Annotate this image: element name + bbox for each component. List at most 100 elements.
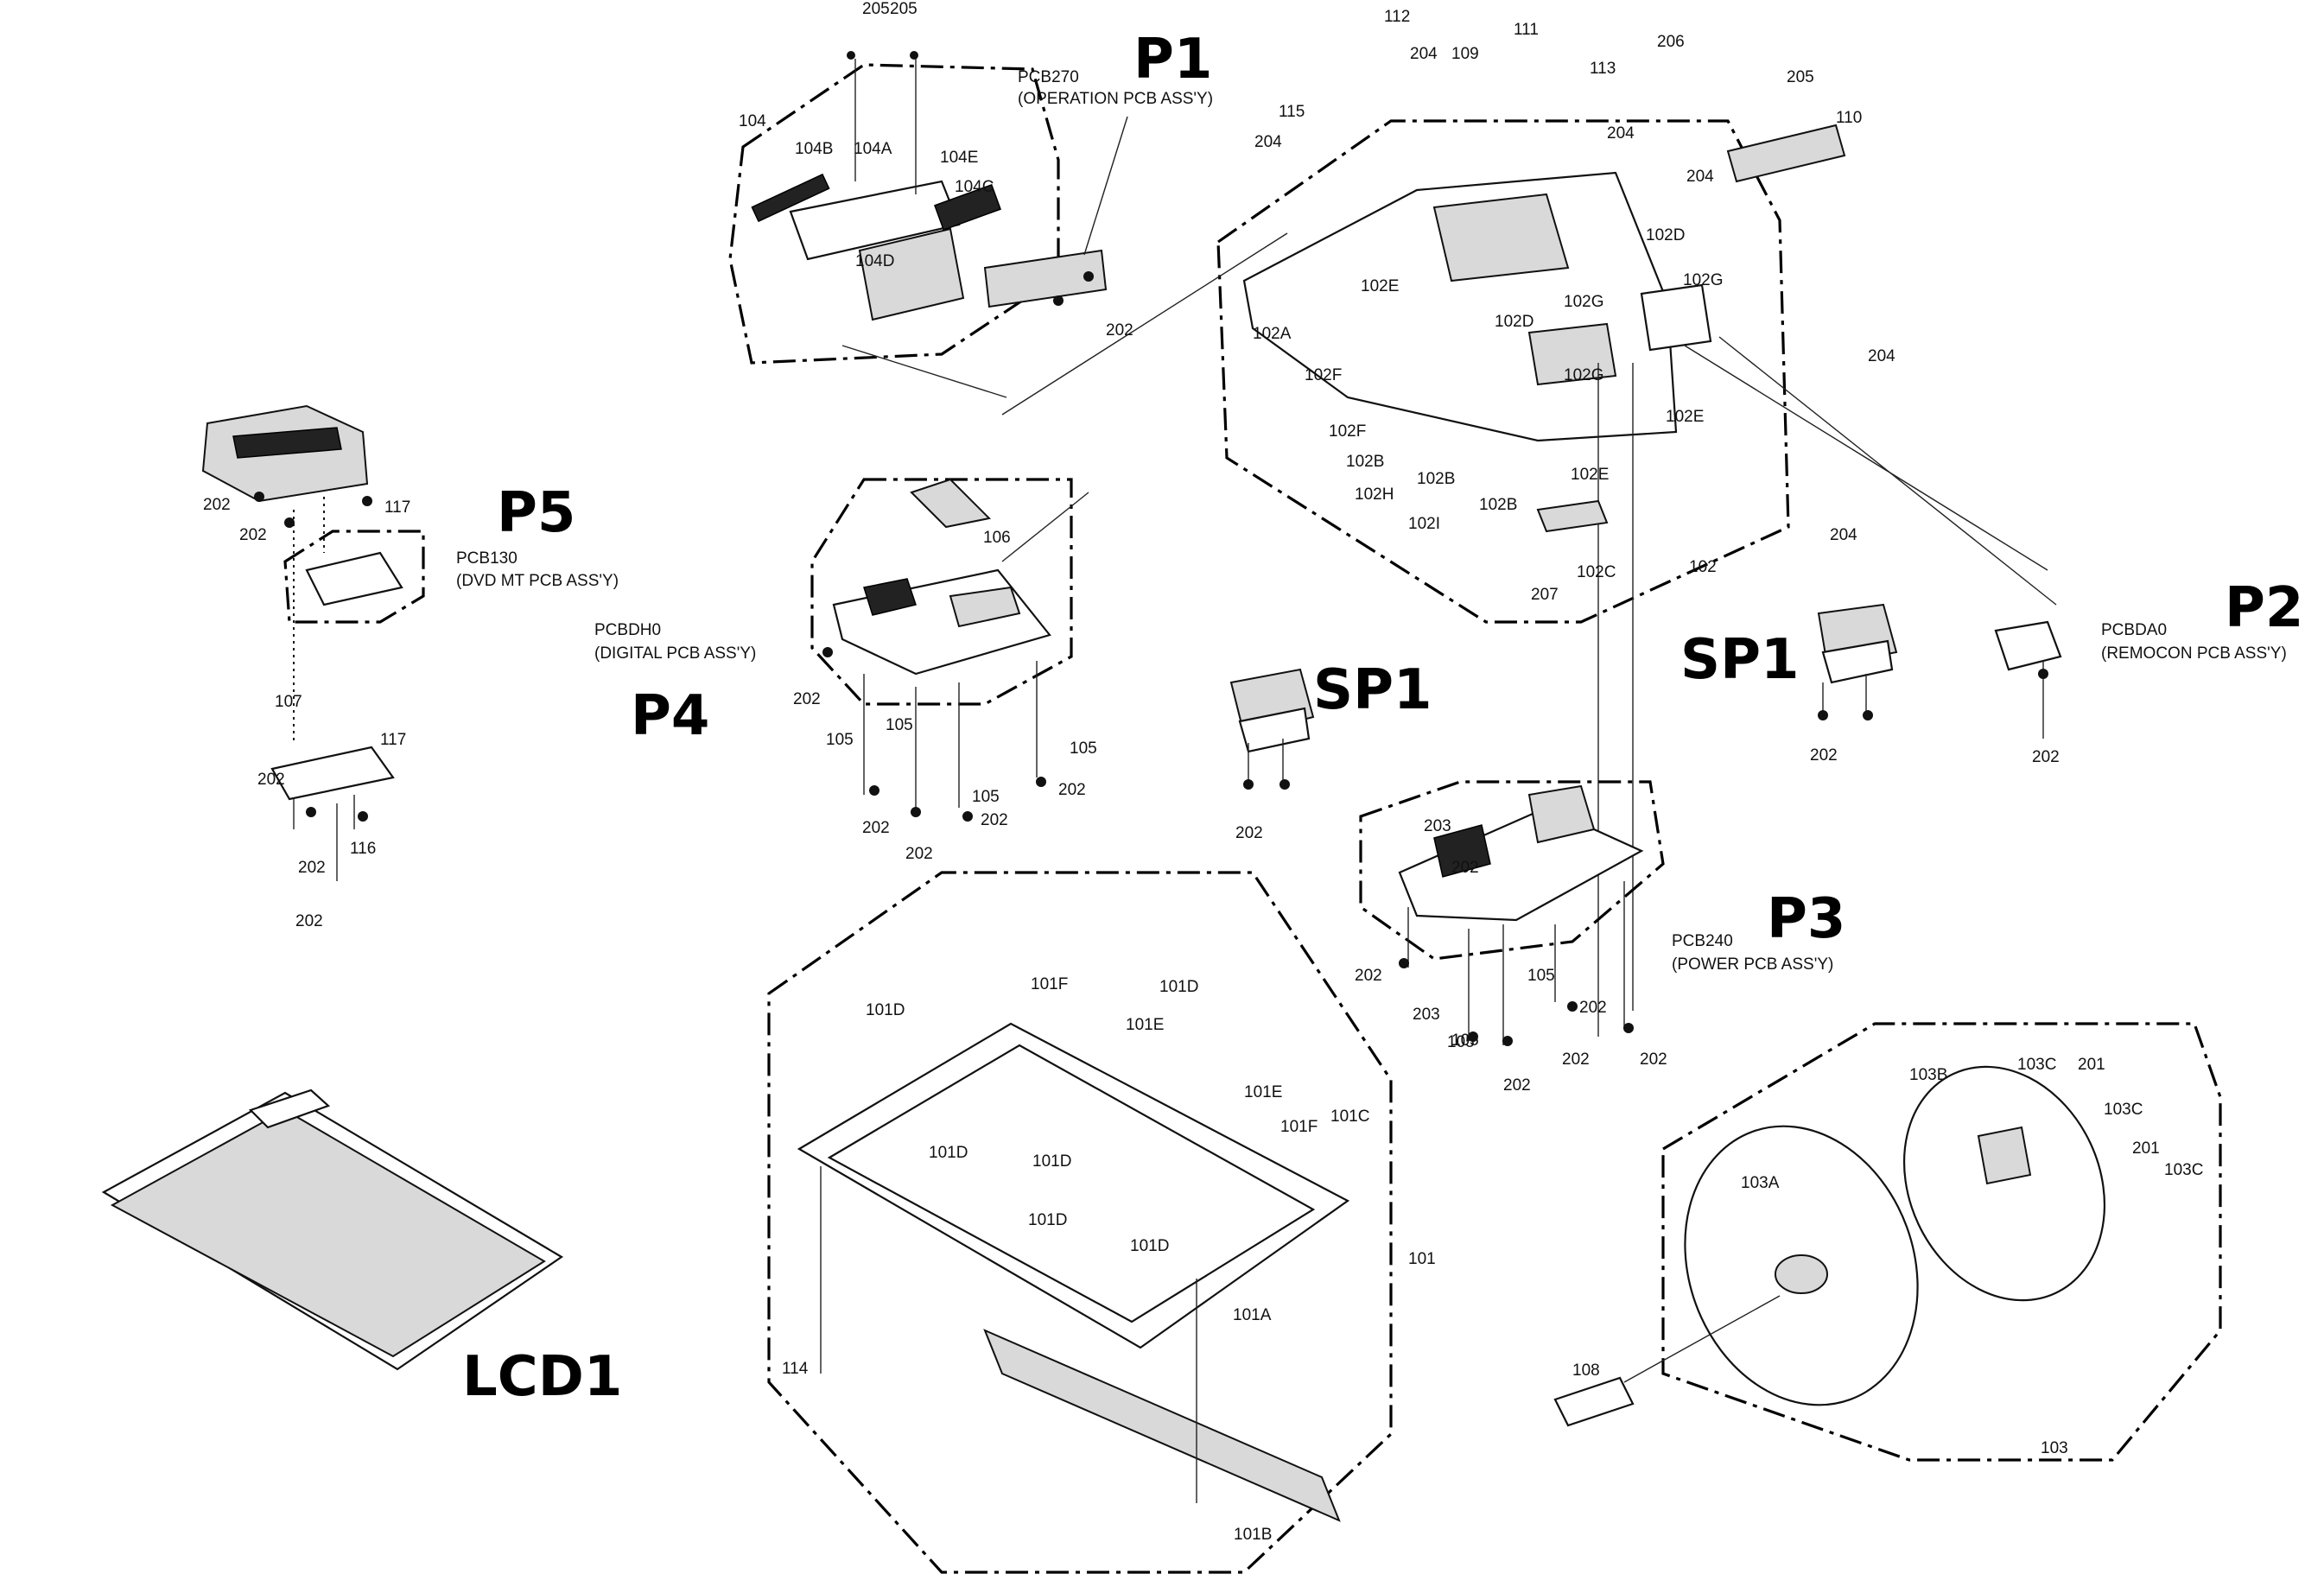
part-label: 102D	[1646, 226, 1685, 244]
group-102-outline	[1216, 119, 1790, 624]
part-label: 202	[295, 912, 323, 930]
part-label: 102D	[1495, 313, 1533, 331]
part-label: 103A	[1741, 1174, 1780, 1192]
part-label: 105	[886, 716, 913, 734]
part-label: 105	[1451, 1031, 1479, 1050]
lcd-panel	[101, 1088, 564, 1371]
group-p3	[1359, 780, 1665, 1046]
p1-board-label: PCB270	[1018, 68, 1079, 86]
part-label: 102C	[1577, 563, 1616, 581]
group-103	[1553, 1022, 2222, 1462]
part-label: 101A	[1233, 1306, 1272, 1324]
part-label: 204	[1254, 133, 1282, 151]
group-104-outline	[728, 63, 1060, 365]
lcd-handwritten-label: LCD1	[462, 1345, 622, 1409]
part-label: 102B	[1417, 470, 1455, 488]
part-label: 113	[1590, 60, 1616, 78]
part-label: 102B	[1479, 496, 1517, 514]
part-label: 201	[2078, 1056, 2105, 1074]
part-label: 204	[1686, 168, 1714, 186]
p4-handwritten-label: P4	[631, 684, 709, 748]
group-p2	[1994, 620, 2062, 739]
part-label: 102E	[1361, 277, 1399, 295]
part-label: 103B	[1909, 1066, 1947, 1084]
part-label: 101C	[1330, 1107, 1369, 1126]
part-label: 101D	[1028, 1211, 1067, 1229]
p5-handwritten-label: P5	[497, 481, 575, 545]
part-label: 202	[793, 690, 821, 708]
part-label: 202	[1810, 746, 1838, 765]
part-label: 102I	[1408, 515, 1440, 533]
p5-board-label: PCB130	[456, 549, 518, 568]
part-label: 202	[905, 845, 933, 863]
part-label: 202	[1579, 999, 1607, 1017]
part-label: 204	[1830, 526, 1857, 544]
part-label: 109	[1451, 45, 1479, 63]
group-p4	[810, 478, 1089, 822]
part-label: 104A	[854, 140, 892, 158]
p5-board-outline	[283, 530, 425, 624]
p3-board-outline	[1359, 780, 1665, 961]
part-label: 202	[1355, 967, 1382, 985]
part-label: 104C	[955, 178, 994, 196]
part-label: 102G	[1564, 366, 1603, 384]
part-label: 104D	[855, 252, 894, 270]
part-label: 202	[298, 859, 326, 877]
part-label: 105	[1070, 739, 1097, 758]
p3-handwritten-label: P3	[1767, 887, 1845, 951]
part-label: 104E	[940, 149, 978, 167]
part-label: 117	[380, 731, 406, 749]
p3-board-label: PCB240	[1672, 932, 1733, 950]
part-label: 102	[1689, 558, 1717, 576]
part-label: 117	[384, 498, 410, 517]
part-label: 205	[862, 0, 890, 18]
part-label: 101D	[1032, 1152, 1071, 1171]
part-label: 106	[983, 529, 1011, 547]
part-label: 101D	[1130, 1237, 1169, 1255]
part-label: 102G	[1683, 271, 1723, 289]
group-104	[728, 51, 1128, 398]
part-label: 105	[826, 731, 854, 749]
part-label: 116	[350, 840, 376, 858]
group-101-outline	[767, 871, 1393, 1574]
part-label: 202	[1640, 1050, 1667, 1069]
p5-desc-label: (DVD MT PCB ASS'Y)	[456, 572, 619, 590]
part-label: 102A	[1253, 325, 1292, 343]
p2-handwritten-label: P2	[2225, 576, 2303, 640]
part-label: 102B	[1346, 453, 1384, 471]
part-label: 101D	[866, 1001, 905, 1019]
part-label: 103C	[2017, 1056, 2056, 1074]
part-label: 206	[1657, 33, 1685, 51]
p2-board-label: PCBDA0	[2101, 621, 2167, 639]
part-label: 102E	[1666, 408, 1704, 426]
part-label: 205	[1787, 68, 1814, 86]
part-label: 105	[1447, 1033, 1475, 1051]
part-label: 202	[203, 496, 231, 514]
part-label: 203	[1424, 817, 1451, 835]
part-label: 101	[1408, 1250, 1436, 1268]
part-label: 202	[981, 811, 1008, 829]
part-label: 202	[862, 819, 890, 837]
group-103-outline	[1661, 1022, 2222, 1462]
part-label: 101B	[1234, 1526, 1272, 1544]
part-label: 202	[1562, 1050, 1590, 1069]
part-label: 102E	[1571, 466, 1609, 484]
part-label: 112	[1384, 8, 1410, 26]
sp1-left-handwritten-label: SP1	[1313, 658, 1432, 722]
part-label: 101F	[1280, 1118, 1318, 1136]
part-label: 104B	[795, 140, 833, 158]
p1-handwritten-label: P1	[1133, 28, 1212, 92]
part-label: 202	[1106, 321, 1133, 340]
part-label: 102G	[1564, 293, 1603, 311]
part-label: 110	[1836, 109, 1862, 127]
p4-board-outline	[810, 478, 1073, 706]
part-label: 201	[2132, 1139, 2160, 1158]
part-label: 103C	[2104, 1101, 2143, 1119]
part-label: 111	[1514, 21, 1539, 39]
part-label: 204	[1868, 347, 1895, 365]
part-label: 105	[972, 788, 1000, 806]
part-label: 204	[1410, 45, 1438, 63]
sp1-right-handwritten-label: SP1	[1680, 628, 1800, 692]
part-label: 202	[1235, 824, 1263, 842]
